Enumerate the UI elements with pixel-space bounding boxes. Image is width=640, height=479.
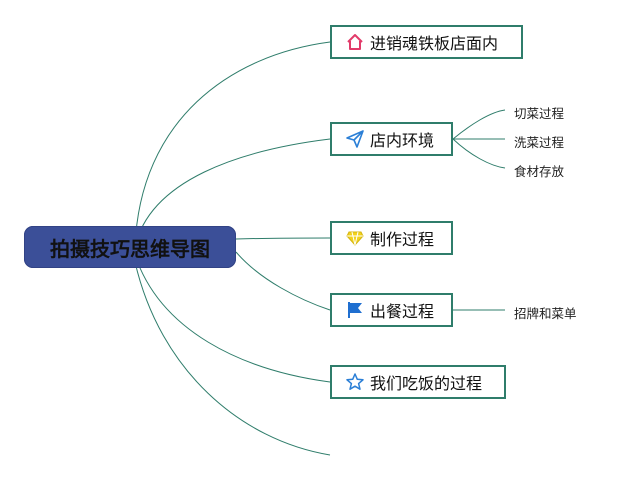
connector-env-3 [452,138,506,169]
leaf-cutting[interactable]: 切菜过程 [514,106,565,121]
branch-dining[interactable]: 我们吃饭的过程 [330,365,506,399]
branch-label: 店内环境 [370,131,435,150]
branch-environment[interactable]: 店内环境 [330,122,453,156]
connector-to-branch-6 [134,261,331,456]
branch-label: 出餐过程 [370,302,435,321]
branch-label: 进销魂铁板店面内 [370,34,499,53]
leaf-signboard-menu[interactable]: 招牌和菜单 [514,306,577,321]
connector-to-branch-4 [235,251,331,311]
connector-to-branch-5 [134,254,331,383]
connector-env-1 [452,109,506,140]
branch-store-interior[interactable]: 进销魂铁板店面内 [330,25,523,59]
branch-serving[interactable]: 出餐过程 [330,293,453,327]
leaf-washing[interactable]: 洗菜过程 [514,135,565,150]
flag-icon [346,301,364,319]
gem-icon [346,229,364,247]
leaf-storage[interactable]: 食材存放 [514,164,565,179]
paper-plane-icon [346,130,364,148]
branch-label: 制作过程 [370,230,435,249]
branch-production[interactable]: 制作过程 [330,221,453,255]
root-label: 拍摄技巧思维导图 [50,236,210,261]
connector-to-branch-1 [134,41,331,248]
connector-to-branch-2 [134,138,331,248]
root-node[interactable]: 拍摄技巧思维导图 [24,226,236,268]
home-icon [346,33,364,51]
branch-label: 我们吃饭的过程 [370,374,483,393]
connector-to-branch-3 [235,237,331,240]
star-icon [346,373,364,391]
